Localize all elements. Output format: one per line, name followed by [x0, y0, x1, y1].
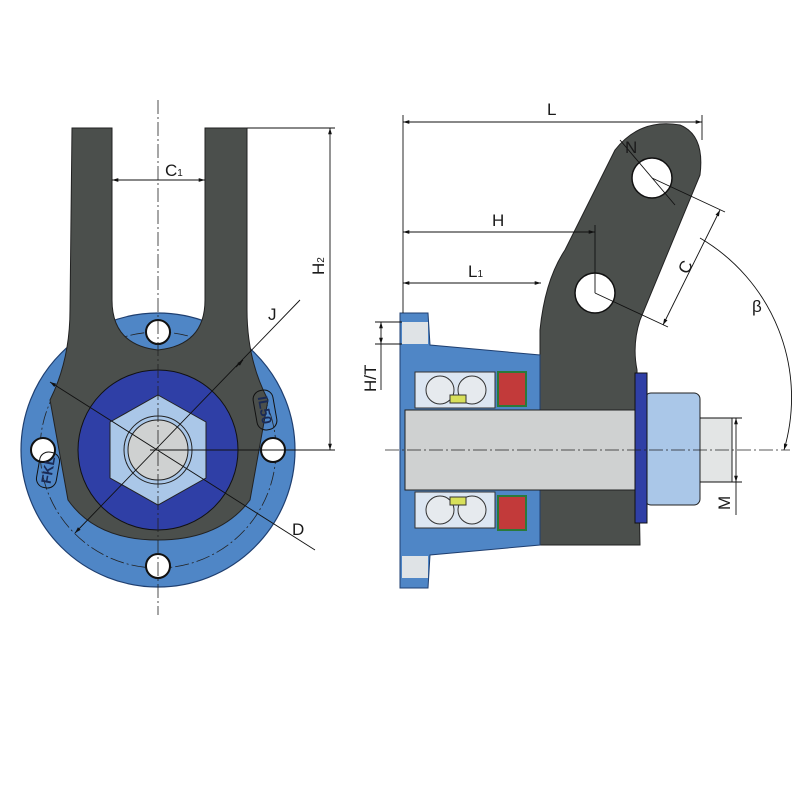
- j-dimension: [74, 299, 301, 534]
- d-label: D: [292, 520, 304, 539]
- flange-marking: IL50: [252, 389, 278, 431]
- j-arrow: [235, 359, 244, 368]
- ball: [425, 375, 455, 405]
- n-label: N: [625, 138, 637, 157]
- n-dimension: [619, 139, 676, 206]
- h2-label: H2: [309, 257, 328, 275]
- c-dimension: [662, 209, 721, 326]
- h-label: H: [492, 211, 504, 230]
- seal-lower: [497, 495, 527, 531]
- ball: [425, 495, 455, 525]
- m-label: M: [715, 496, 734, 510]
- cage: [449, 394, 467, 404]
- logo: FKL: [35, 451, 61, 489]
- l-label: L: [547, 100, 556, 119]
- beta-arc: [699, 237, 792, 451]
- washer: [634, 372, 648, 524]
- cage: [449, 496, 467, 506]
- nut: [644, 392, 701, 506]
- beta-label: β: [752, 297, 762, 316]
- side-view: L H L1 N C β H/T M: [361, 100, 792, 589]
- seal-upper: [497, 371, 527, 407]
- d-dimension: [49, 381, 316, 551]
- c-extension-top: [651, 177, 726, 213]
- ht-label: H/T: [361, 365, 380, 392]
- bolt-hole-left: [30, 437, 56, 463]
- c1-label: C1: [165, 161, 183, 180]
- mount-hole-bottom: [402, 556, 428, 578]
- l1-label: L1: [468, 262, 483, 281]
- front-view: IL50 FKL C1 H2 J D: [20, 100, 335, 615]
- mount-hole-top: [402, 322, 428, 344]
- j-label: J: [268, 305, 277, 324]
- svg-text:FKL: FKL: [38, 455, 59, 485]
- svg-text:IL50: IL50: [255, 395, 276, 426]
- c-label: C: [674, 258, 696, 277]
- c-extension-bottom: [594, 292, 669, 328]
